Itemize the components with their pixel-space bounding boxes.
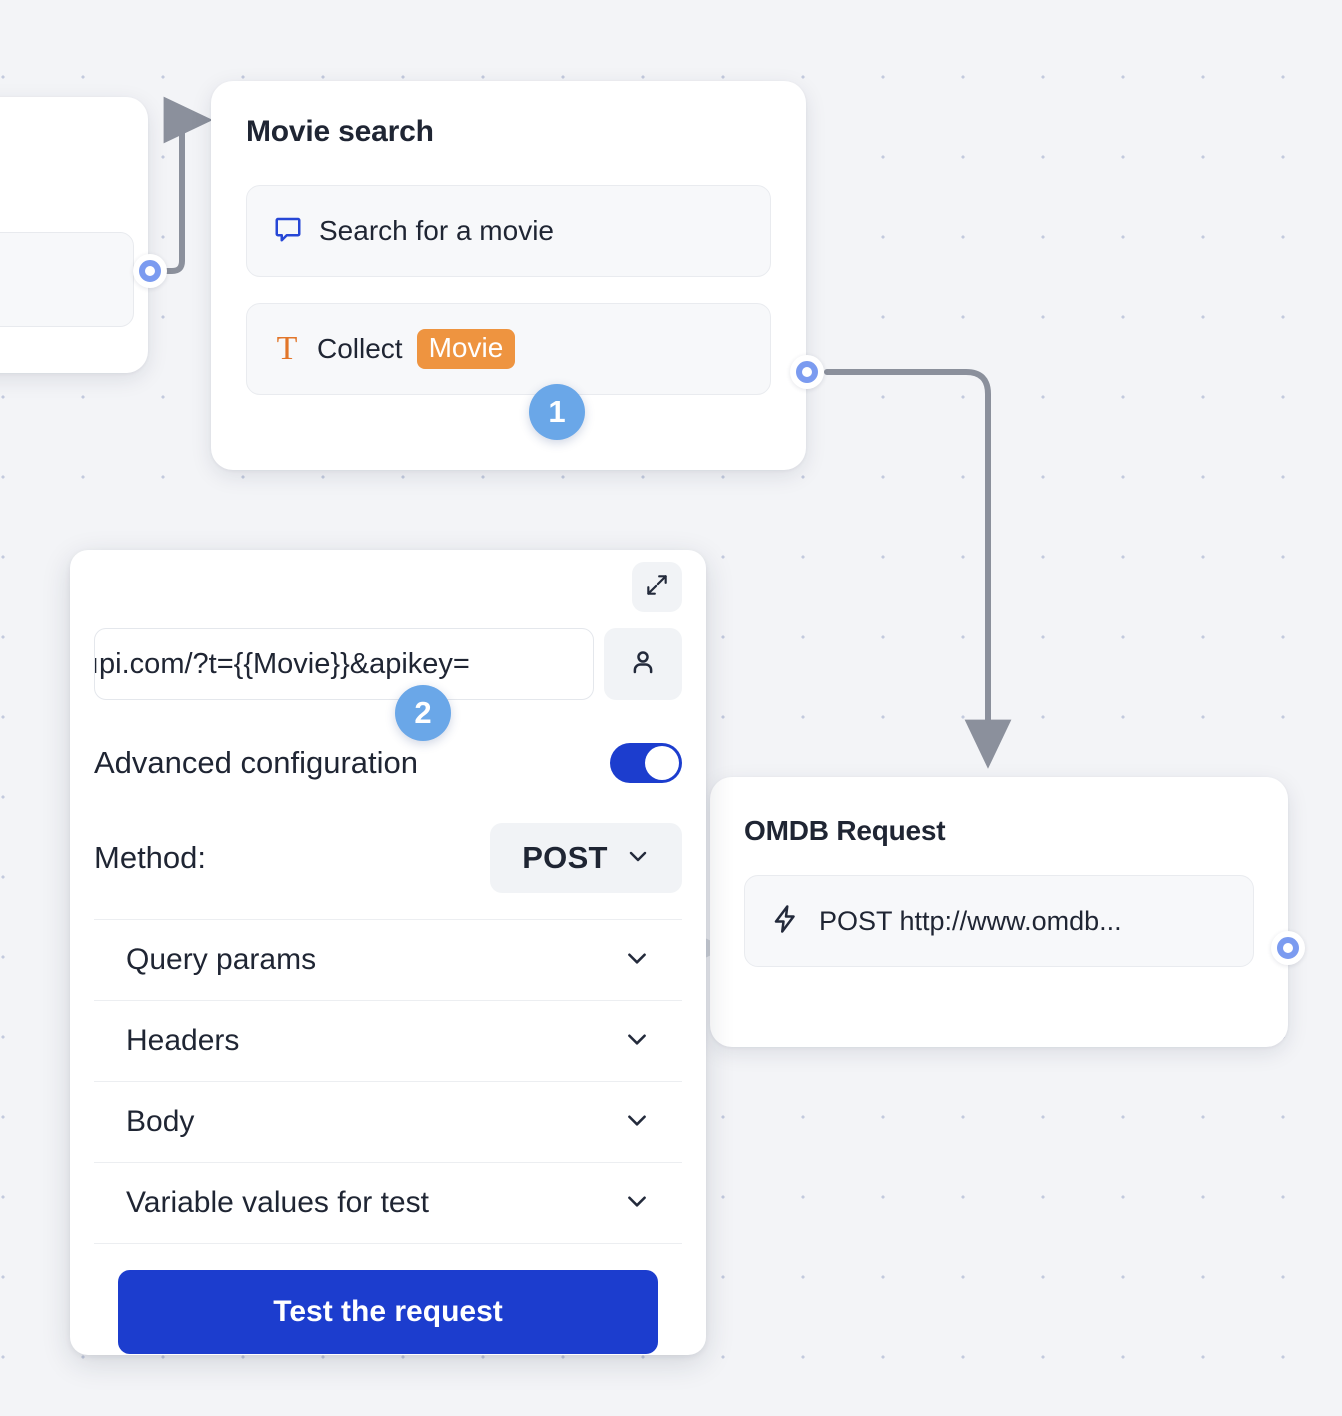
accordion-label-headers: Headers bbox=[126, 1024, 240, 1057]
request-url-row[interactable]: ıpi.com/?t={{Movie}}&apikey= bbox=[94, 628, 682, 700]
expand-panel-button[interactable] bbox=[632, 562, 682, 612]
node-card-movie-search[interactable]: Movie search Search for a movie T Collec… bbox=[211, 81, 806, 470]
edge-partial-to-movie bbox=[163, 96, 213, 274]
text-field-icon: T bbox=[276, 330, 298, 367]
step-badge-2: 2 bbox=[395, 685, 451, 741]
connector-handle-omdb-output[interactable] bbox=[1271, 931, 1305, 965]
chat-bubble-icon bbox=[273, 214, 303, 249]
chevron-down-icon bbox=[624, 1107, 650, 1138]
step-collect-text: Collect bbox=[317, 333, 403, 364]
test-the-request-button[interactable]: Test the request bbox=[118, 1270, 658, 1354]
advanced-configuration-row[interactable]: Advanced configuration bbox=[94, 743, 682, 783]
expand-diagonal-icon bbox=[644, 572, 670, 603]
request-url-input[interactable]: ıpi.com/?t={{Movie}}&apikey= bbox=[94, 628, 594, 700]
chevron-down-icon bbox=[626, 844, 650, 873]
chevron-down-icon bbox=[624, 1188, 650, 1219]
step-label-collect: Collect Movie bbox=[317, 328, 516, 370]
advanced-configuration-label: Advanced configuration bbox=[94, 745, 419, 780]
request-url-value: ıpi.com/?t={{Movie}}&apikey= bbox=[94, 647, 470, 680]
step-collect-movie[interactable]: T Collect Movie bbox=[246, 303, 771, 395]
edge-movie-to-omdb bbox=[824, 369, 1012, 769]
accordion-query-params[interactable]: Query params bbox=[94, 920, 682, 1001]
page-title-omdb-request: OMDB Request bbox=[744, 815, 946, 846]
accordion-variable-values[interactable]: Variable values for test bbox=[94, 1163, 682, 1244]
accordion-headers[interactable]: Headers bbox=[94, 1001, 682, 1082]
method-selected-value: POST bbox=[522, 840, 608, 875]
accordion-label-variable-values: Variable values for test bbox=[126, 1186, 429, 1219]
method-select[interactable]: POST bbox=[490, 823, 682, 893]
node-card-partial[interactable] bbox=[0, 97, 148, 373]
accordion-label-body: Body bbox=[126, 1105, 195, 1138]
advanced-configuration-toggle[interactable] bbox=[610, 743, 682, 783]
accordion-body[interactable]: Body bbox=[94, 1082, 682, 1163]
method-label: Method: bbox=[94, 840, 207, 875]
connector-handle-partial-output[interactable] bbox=[133, 254, 167, 288]
request-config-panel[interactable]: ıpi.com/?t={{Movie}}&apikey= Advanced co… bbox=[70, 550, 706, 1355]
page-title-movie-search: Movie search bbox=[246, 115, 434, 148]
step-post-request[interactable]: POST http://www.omdb... bbox=[744, 875, 1254, 967]
lightning-bolt-icon bbox=[771, 904, 801, 939]
toggle-knob bbox=[645, 746, 679, 780]
connector-handle-movie-output[interactable] bbox=[790, 355, 824, 389]
user-icon bbox=[628, 647, 658, 682]
node-card-omdb-request[interactable]: OMDB Request POST http://www.omdb... bbox=[710, 777, 1288, 1047]
auth-button[interactable] bbox=[604, 628, 682, 700]
step-label-search: Search for a movie bbox=[319, 215, 554, 246]
step-badge-1: 1 bbox=[529, 384, 585, 440]
node-partial-step-row[interactable] bbox=[0, 232, 134, 327]
step-search-for-a-movie[interactable]: Search for a movie bbox=[246, 185, 771, 277]
accordion-label-query-params: Query params bbox=[126, 943, 317, 976]
variable-chip-movie[interactable]: Movie bbox=[416, 328, 516, 370]
chevron-down-icon bbox=[624, 1026, 650, 1057]
chevron-down-icon bbox=[624, 945, 650, 976]
step-label-post: POST http://www.omdb... bbox=[819, 905, 1122, 936]
method-row: Method: POST bbox=[94, 823, 682, 920]
